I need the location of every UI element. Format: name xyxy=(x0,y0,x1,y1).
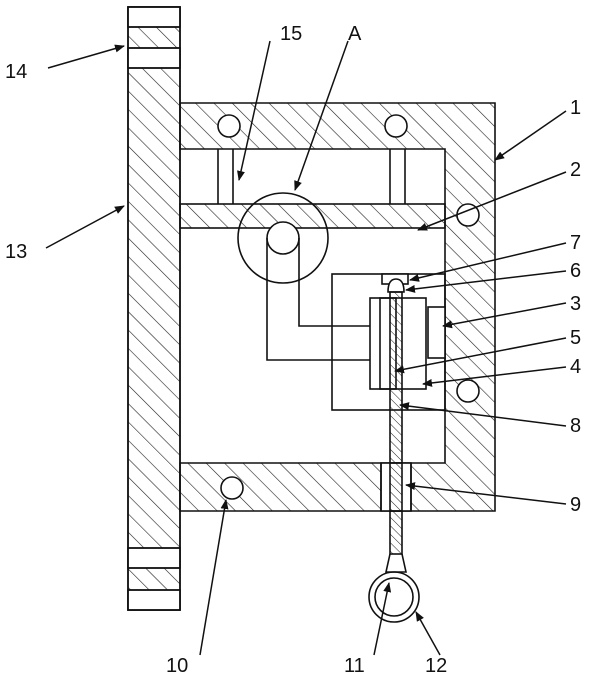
callout-labels: 14 13 15 A 1 2 7 6 3 5 4 8 9 10 11 12 xyxy=(5,23,581,677)
callout-15: 15 xyxy=(280,23,302,45)
callout-1: 1 xyxy=(570,97,581,119)
guide-block xyxy=(331,273,446,411)
pull-rod xyxy=(380,291,412,573)
slot-guides xyxy=(217,149,406,204)
callout-4: 4 xyxy=(570,356,581,378)
callout-5: 5 xyxy=(570,327,581,349)
mounting-plate xyxy=(127,6,181,611)
pin-head xyxy=(387,278,405,293)
pull-ring xyxy=(368,571,420,623)
callout-6: 6 xyxy=(570,260,581,282)
callout-2: 2 xyxy=(570,159,581,181)
callout-7: 7 xyxy=(570,232,581,254)
callout-9: 9 xyxy=(570,494,581,516)
callout-14: 14 xyxy=(5,61,27,83)
callout-3: 3 xyxy=(570,293,581,315)
housing-frame xyxy=(179,102,496,512)
callout-8: 8 xyxy=(570,415,581,437)
callout-a: A xyxy=(348,23,362,45)
slider-bar xyxy=(179,203,446,229)
callout-13: 13 xyxy=(5,241,27,263)
callout-10: 10 xyxy=(166,655,188,677)
linkage-arm xyxy=(266,238,370,361)
callout-11: 11 xyxy=(344,655,365,677)
leader-lines xyxy=(45,40,567,656)
callout-12: 12 xyxy=(425,655,447,677)
